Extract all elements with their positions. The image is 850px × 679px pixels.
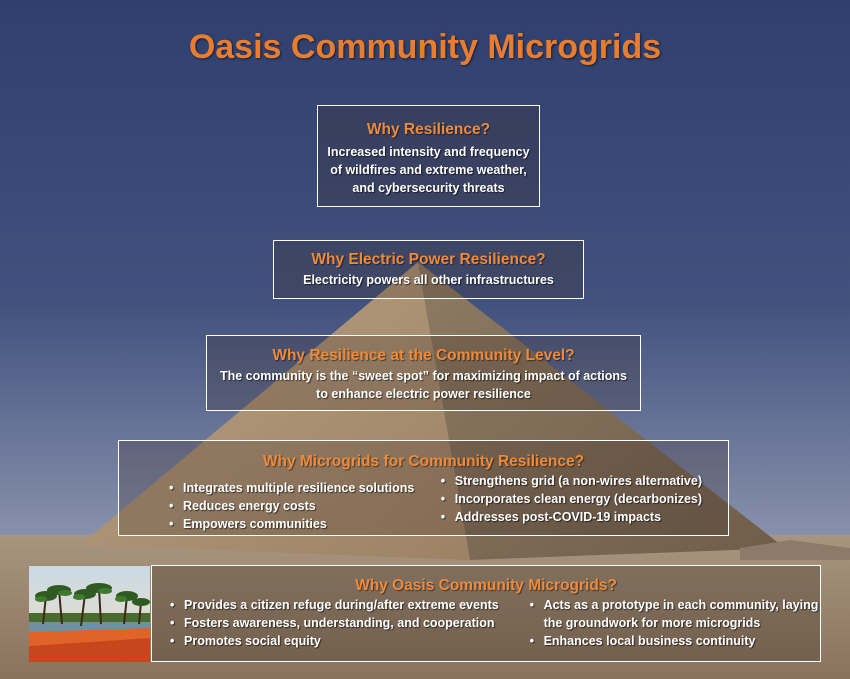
list-item: Empowers communities (169, 515, 437, 533)
list-item: Fosters awareness, understanding, and co… (170, 614, 526, 632)
why-microgrids-heading: Why Microgrids for Community Resilience? (262, 453, 585, 470)
why-resilience-line-2: of wildfires and extreme weather, (330, 163, 527, 177)
why-resilience-box: Why Resilience? Increased intensity and … (317, 105, 540, 207)
why-resilience-line-3: and cybersecurity threats (352, 181, 505, 195)
why-resilience-heading: Why Resilience? (366, 121, 491, 138)
list-item: Strengthens grid (a non-wires alternativ… (441, 472, 728, 490)
why-community-level-line-1: The community is the “sweet spot” for ma… (219, 369, 627, 383)
why-microgrids-box: Why Microgrids for Community Resilience?… (118, 440, 729, 536)
list-item: Reduces energy costs (169, 497, 437, 515)
list-item: Addresses post-COVID-19 impacts (441, 508, 728, 526)
why-oasis-right-list: Acts as a prototype in each community, l… (526, 596, 820, 650)
why-community-level-line-2: to enhance electric power resilience (316, 387, 531, 401)
why-electric-power-box: Why Electric Power Resilience? Electrici… (273, 240, 584, 299)
why-community-level-box: Why Resilience at the Community Level? T… (206, 335, 641, 411)
list-item: Incorporates clean energy (decarbonizes) (441, 490, 728, 508)
page-title: Oasis Community Microgrids (188, 28, 662, 66)
why-community-level-heading: Why Resilience at the Community Level? (272, 347, 575, 364)
why-microgrids-right-list: Strengthens grid (a non-wires alternativ… (437, 472, 728, 526)
why-oasis-microgrids-heading: Why Oasis Community Microgrids? (355, 577, 617, 594)
list-item: Integrates multiple resilience solutions (169, 479, 437, 497)
list-item: Acts as a prototype in each community, l… (530, 596, 820, 632)
why-resilience-line-1: Increased intensity and frequency (327, 145, 530, 159)
why-oasis-microgrids-box: Why Oasis Community Microgrids? Provides… (151, 565, 821, 662)
list-item: Promotes social equity (170, 632, 526, 650)
why-oasis-left-list: Provides a citizen refuge during/after e… (166, 596, 526, 650)
oasis-palm-image (29, 566, 150, 662)
list-item: Enhances local business continuity (530, 632, 820, 650)
why-electric-power-line-1: Electricity powers all other infrastruct… (303, 273, 554, 287)
why-electric-power-heading: Why Electric Power Resilience? (311, 251, 546, 268)
list-item: Provides a citizen refuge during/after e… (170, 596, 526, 614)
why-microgrids-left-list: Integrates multiple resilience solutions… (165, 472, 437, 533)
